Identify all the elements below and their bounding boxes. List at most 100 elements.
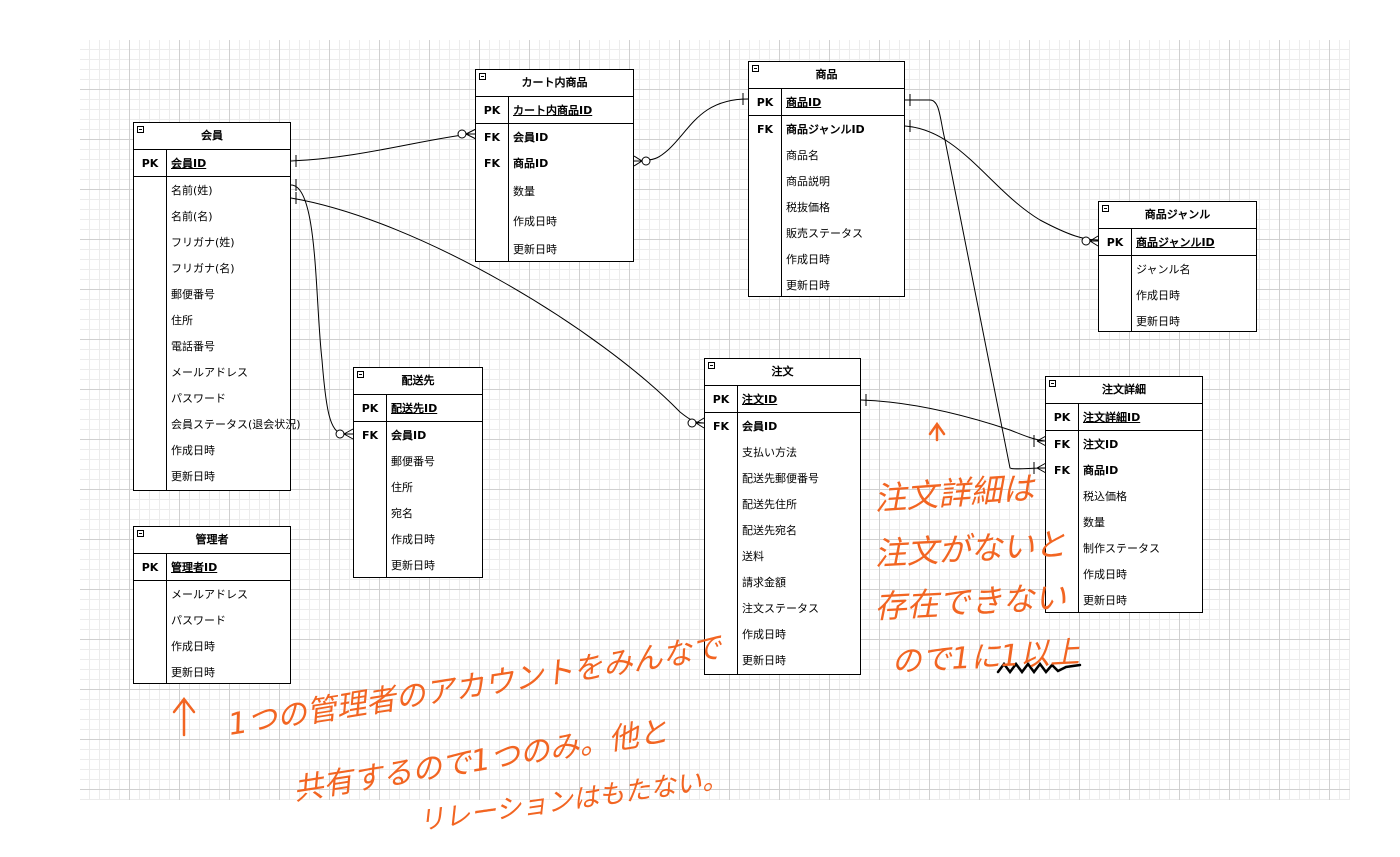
key-label: FK [756,122,774,136]
field-name: 商品名 [786,149,819,162]
field-name: 作成日時 [742,628,786,641]
key-label: FK [483,130,501,144]
attr-row: 配送先郵便番号 [705,465,860,491]
attr-row: パスワード [134,385,290,411]
attr-row: 作成日時 [476,206,633,236]
attr-row: 郵便番号 [354,448,482,474]
field-name: 宛名 [391,507,413,520]
collapse-icon[interactable] [137,530,144,537]
field-name: 送料 [742,550,764,563]
attr-row: 郵便番号 [134,281,290,307]
attr-row: 販売ステータス [749,220,904,246]
field-name: 配送先住所 [742,498,797,511]
attr-row: 商品名 [749,142,904,168]
rel-order-orderdetail [860,394,1047,447]
attr-row: 住所 [134,307,290,333]
field-name: 注文ID [1083,438,1119,451]
field-name: 税抜価格 [786,201,830,214]
attr-row: メールアドレス [134,581,290,607]
entity-title: 会員 [201,129,223,142]
collapse-icon[interactable] [1049,380,1056,387]
field-name: 配送先郵便番号 [742,472,819,485]
collapse-icon[interactable] [479,73,486,80]
attr-row: 住所 [354,474,482,500]
collapse-icon[interactable] [1102,205,1109,212]
attr-row: 名前(名) [134,203,290,229]
attr-row: フリガナ(姓) [134,229,290,255]
field-name: 更新日時 [391,559,435,572]
rel-member-order [290,192,705,429]
attr-row: 税込価格 [1046,483,1202,509]
attr-row: 作成日時 [134,633,290,659]
attr-row: 作成日時 [705,621,860,647]
attr-row: 配送先宛名 [705,517,860,543]
field-name: 商品ジャンルID [786,123,865,136]
attr-row: 作成日時 [749,246,904,272]
attr-row: メールアドレス [134,359,290,385]
attr-row: 制作ステータス [1046,535,1202,561]
collapse-icon[interactable] [752,65,759,72]
field-name: 商品ID [513,157,549,170]
key-label: PK [141,156,159,170]
attr-row: 更新日時 [705,647,860,673]
field-name: カート内商品ID [513,104,593,117]
field-name: 会員ID [513,131,549,144]
key-label: PK [141,560,159,574]
entity-header: 会員 [134,123,290,150]
field-name: 更新日時 [513,243,557,256]
attr-row: 配送先住所 [705,491,860,517]
key-label: PK [712,392,730,406]
field-name: 配送先宛名 [742,524,797,537]
entity-header: 管理者 [134,527,290,554]
field-name: 作成日時 [171,444,215,457]
field-name: 更新日時 [742,654,786,667]
rel-member-cartitem [290,128,477,167]
attr-row: 注文ステータス [705,595,860,621]
attr-row: 更新日時 [476,236,633,262]
collapse-icon[interactable] [137,126,144,133]
field-name: 郵便番号 [171,288,215,301]
key-label: FK [712,419,730,433]
attr-row: 宛名 [354,500,482,526]
field-name: 作成日時 [513,215,557,228]
field-name: 商品ID [786,96,822,109]
field-name: 更新日時 [786,279,830,292]
field-name: 更新日時 [171,470,215,483]
entity-header: カート内商品 [476,70,633,97]
field-name: メールアドレス [171,588,248,601]
collapse-icon[interactable] [357,371,364,378]
field-name: 販売ステータス [786,227,863,240]
attr-row: 作成日時 [1099,282,1256,308]
field-name: 会員ステータス(退会状況) [171,418,301,431]
attr-row: 送料 [705,543,860,569]
attr-row: 更新日時 [1046,587,1202,613]
field-name: 更新日時 [1083,594,1127,607]
field-name: 請求金額 [742,576,786,589]
attr-row: 数量 [1046,509,1202,535]
field-name: 注文ステータス [742,602,819,615]
fk-row: FK 商品ジャンルID [749,116,904,142]
field-name: 商品説明 [786,175,830,188]
attr-row: 請求金額 [705,569,860,595]
field-name: 名前(姓) [171,184,213,197]
field-name: 商品ID [1083,464,1119,477]
collapse-icon[interactable] [708,362,715,369]
entity-title: 注文詳細 [1102,383,1146,396]
attr-row: 支払い方法 [705,439,860,465]
key-label: FK [1053,437,1071,451]
field-name: 住所 [391,481,413,494]
